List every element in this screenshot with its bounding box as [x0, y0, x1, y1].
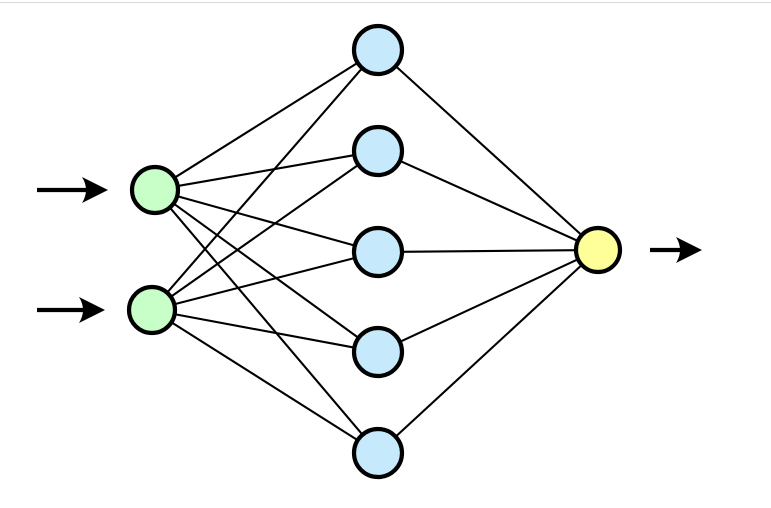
node-in-1[interactable]: [129, 164, 181, 216]
input-arrow-2-head: [79, 297, 105, 323]
edge-hid-2-to-out-1: [398, 159, 580, 243]
input-arrow-1-head: [82, 177, 108, 203]
edges-group: [165, 61, 584, 442]
edge-in-1-to-hid-3: [175, 194, 357, 247]
edge-hid-5-to-out-1: [394, 263, 584, 439]
edge-in-2-to-hid-1: [165, 66, 364, 295]
node-hid-2[interactable]: [351, 124, 405, 178]
edge-in-1-to-hid-2: [176, 153, 356, 188]
top-divider-rule: [0, 2, 771, 3]
edge-in-2-to-hid-3: [173, 256, 356, 306]
node-hid-1[interactable]: [351, 23, 405, 77]
edge-in-2-to-hid-2: [169, 163, 360, 299]
edge-in-1-to-hid-5: [168, 206, 364, 437]
arrows-group: [37, 177, 702, 323]
node-hid-3[interactable]: [351, 225, 405, 279]
node-hid-5[interactable]: [351, 426, 405, 480]
edge-in-1-to-hid-1: [173, 61, 360, 180]
edge-in-2-to-hid-5: [170, 320, 360, 442]
node-hid-4[interactable]: [351, 325, 405, 379]
edge-hid-3-to-out-1: [400, 249, 578, 253]
output-arrow-1-head: [676, 237, 702, 263]
edge-hid-4-to-out-1: [398, 257, 580, 344]
node-in-2[interactable]: [126, 284, 178, 336]
nodes-group: [126, 23, 623, 480]
edge-in-1-to-hid-4: [172, 202, 361, 340]
input-arrow-1: [37, 177, 108, 203]
edge-in-2-to-hid-4: [173, 312, 356, 349]
input-arrow-2: [37, 297, 105, 323]
node-out-1[interactable]: [573, 225, 623, 275]
output-arrow-1: [650, 237, 702, 263]
edge-hid-1-to-out-1: [394, 64, 584, 237]
